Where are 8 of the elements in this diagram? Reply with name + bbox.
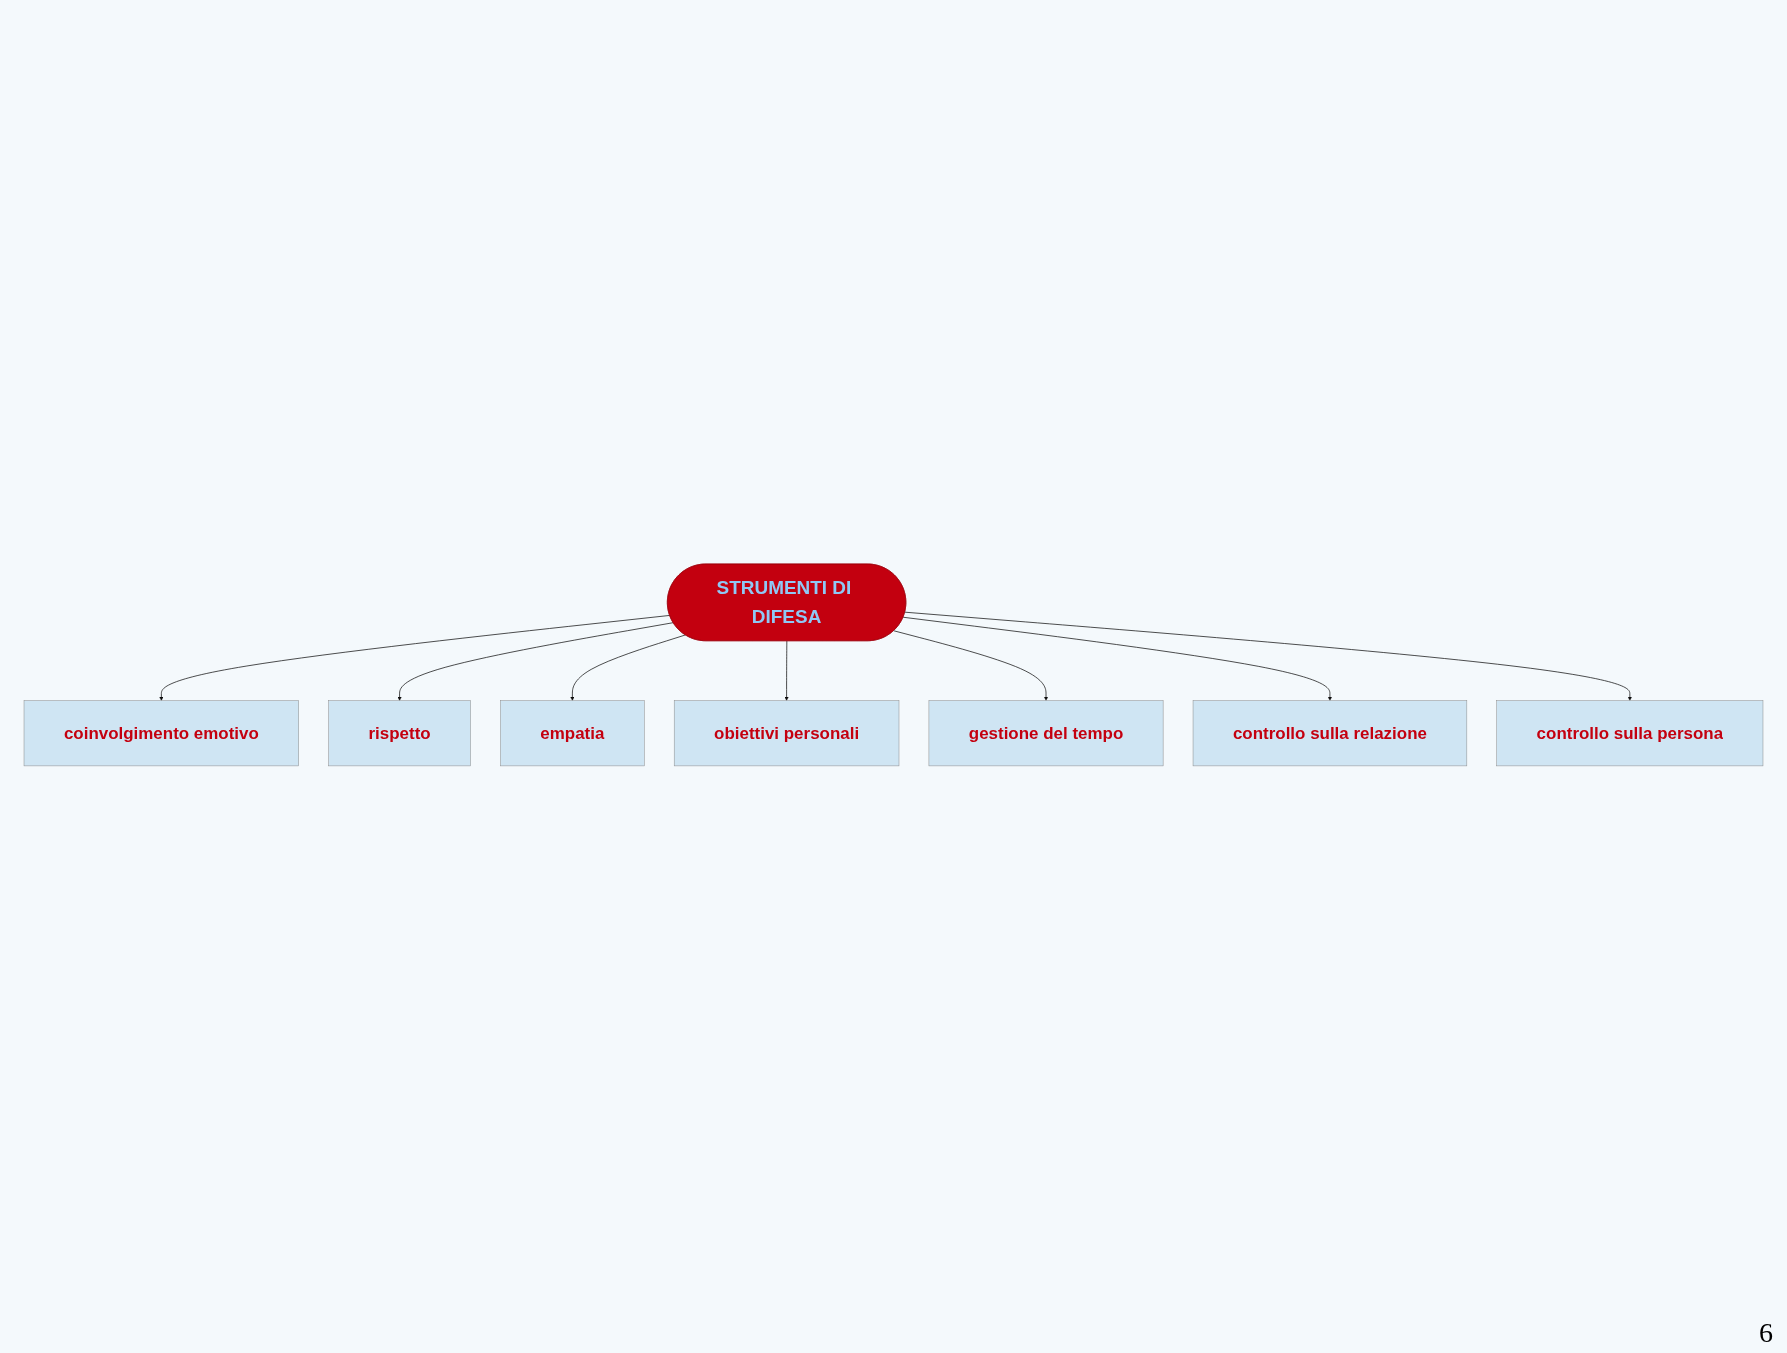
node-box: controllo sulla relazione: [1192, 700, 1468, 767]
node-box: empatia: [500, 700, 645, 767]
node-box: controllo sulla persona: [1496, 700, 1764, 767]
node-box: coinvolgimento emotivo: [23, 700, 299, 767]
node-box: obiettivi personali: [673, 700, 900, 767]
page-number: 6: [1759, 1317, 1773, 1349]
node-box: gestione del tempo: [928, 700, 1164, 767]
node-box: rispetto: [328, 700, 471, 767]
